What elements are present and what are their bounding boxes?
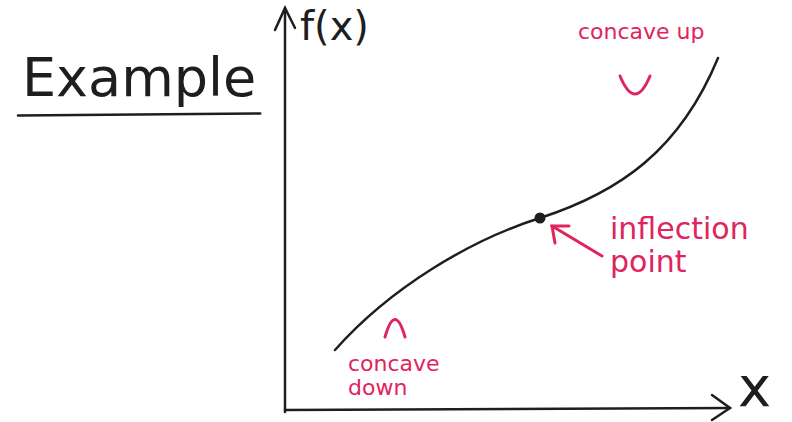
y-axis-arrowhead xyxy=(275,8,295,30)
region-note: concave down xyxy=(348,352,448,400)
function-curve xyxy=(335,58,718,350)
concave-up-symbol xyxy=(620,76,650,94)
region-note: concave up xyxy=(578,20,705,44)
title-heading: Example xyxy=(22,48,256,107)
leader-arrow xyxy=(552,226,602,256)
x-axis-arrowhead xyxy=(712,395,730,420)
leader-line xyxy=(552,226,602,256)
concave-down-symbol xyxy=(385,320,405,338)
inflection-dot xyxy=(535,213,546,224)
axis-label: f(x) xyxy=(300,4,369,48)
title-underline-layer xyxy=(18,113,260,115)
title-underline xyxy=(18,113,260,115)
leader-arrowhead xyxy=(552,226,569,243)
y-axis xyxy=(284,8,287,412)
callout-note: inflection point xyxy=(610,212,786,278)
axis-label: x xyxy=(738,356,771,418)
x-axis xyxy=(285,408,730,410)
